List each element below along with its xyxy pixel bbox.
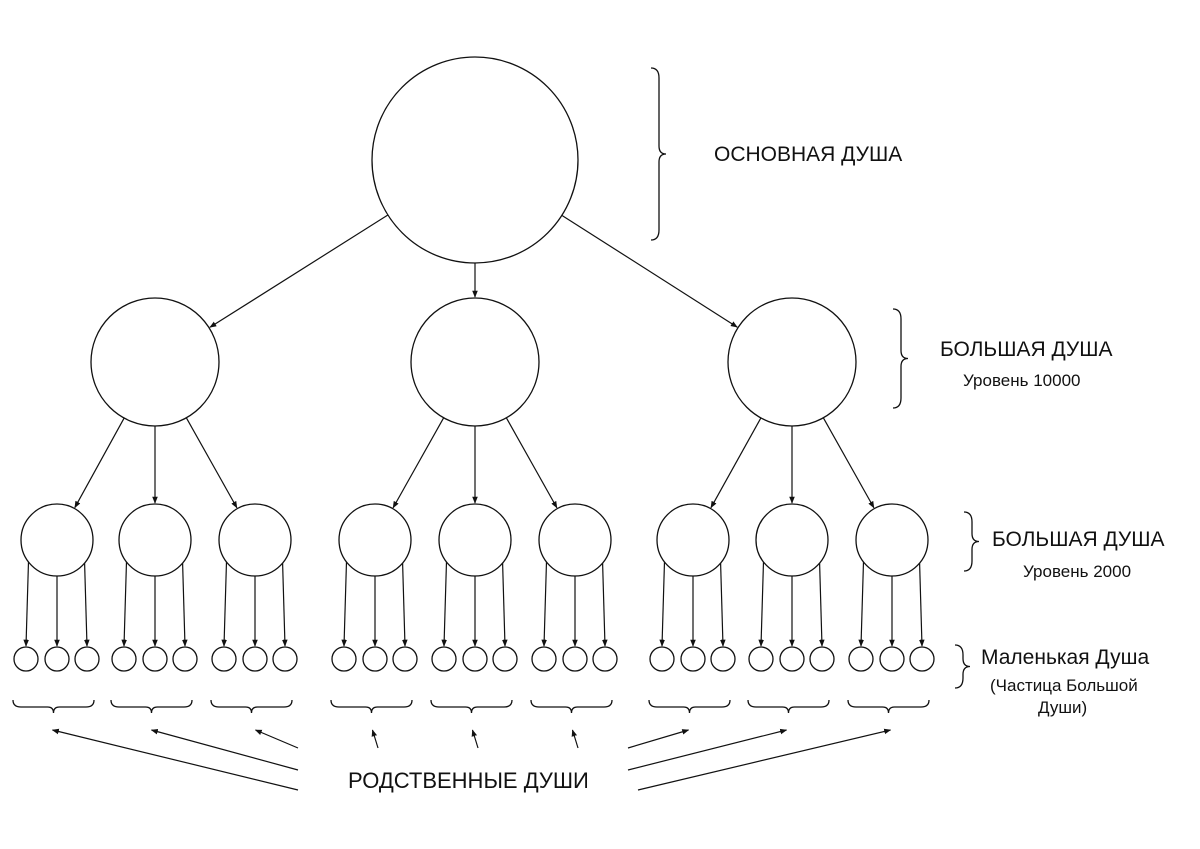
small-soul-node-19 <box>649 646 675 672</box>
small-soul-node-22 <box>748 646 774 672</box>
mid-soul-node-5 <box>438 503 512 577</box>
big-soul-2000-bracket <box>963 511 980 572</box>
small-soul-node-25 <box>848 646 874 672</box>
edge-mid-4-to-small-12 <box>402 563 408 647</box>
kindred-group-bracket-7 <box>648 699 731 714</box>
kindred-group-bracket-8 <box>747 699 830 714</box>
small-soul-note-line2: Души) <box>1038 698 1088 717</box>
small-soul-node-18 <box>592 646 618 672</box>
kindred-arrow-3 <box>254 729 299 749</box>
main-soul-label: ОСНОВНАЯ ДУША <box>714 143 903 166</box>
mid-soul-node-4 <box>338 503 412 577</box>
small-soul-node-20 <box>680 646 706 672</box>
edge-mid-6-to-small-16 <box>541 561 548 647</box>
big-soul-2000-label: БОЛЬШАЯ ДУША <box>992 528 1165 551</box>
big-soul-10000-level: Уровень 10000 <box>963 371 1081 390</box>
small-soul-node-27 <box>909 646 935 672</box>
small-soul-node-4 <box>111 646 137 672</box>
edge-mid-3-to-small-9 <box>282 563 288 647</box>
main-soul-bracket <box>650 67 667 241</box>
small-soul-note-line1: (Частица Большой <box>990 676 1138 695</box>
edge-big-1-to-mid-3 <box>185 417 238 509</box>
big-soul-node-3 <box>727 297 857 427</box>
small-soul-node-6 <box>172 646 198 672</box>
edge-mid-1-to-small-3 <box>84 563 90 647</box>
mid-soul-node-9 <box>855 503 929 577</box>
big-soul-node-2 <box>410 297 540 427</box>
mid-soul-node-3 <box>218 503 292 577</box>
mid-soul-node-7 <box>656 503 730 577</box>
big-soul-10000-label: БОЛЬШАЯ ДУША <box>940 338 1113 361</box>
small-soul-bracket <box>954 644 971 689</box>
edge-mid-4-to-small-10 <box>341 561 348 647</box>
edge-big-3-to-mid-9 <box>822 417 875 509</box>
kindred-group-bracket-6 <box>530 699 613 714</box>
edge-big-3-to-mid-7 <box>710 417 762 509</box>
kindred-group-bracket-1 <box>12 699 95 714</box>
edge-mid-9-to-small-27 <box>919 563 925 647</box>
edge-mid-6-to-small-18 <box>602 563 608 647</box>
kindred-souls-label: РОДСТВЕННЫЕ ДУШИ <box>348 768 589 793</box>
small-soul-node-11 <box>362 646 388 672</box>
edge-mid-2-to-small-6 <box>182 563 188 647</box>
kindred-arrow-5 <box>471 729 479 749</box>
kindred-arrow-8 <box>627 728 788 771</box>
kindred-group-bracket-5 <box>430 699 513 714</box>
small-soul-node-26 <box>879 646 905 672</box>
edge-big-2-to-mid-6 <box>505 417 558 509</box>
kindred-arrow-6 <box>571 729 579 749</box>
small-soul-node-24 <box>809 646 835 672</box>
small-soul-node-8 <box>242 646 268 672</box>
small-soul-node-23 <box>779 646 805 672</box>
kindred-group-bracket-2 <box>110 699 193 714</box>
edge-mid-3-to-small-7 <box>221 561 228 647</box>
edge-mid-5-to-small-13 <box>441 561 448 647</box>
kindred-arrow-1 <box>51 728 299 791</box>
small-soul-node-1 <box>13 646 39 672</box>
kindred-group-bracket-9 <box>847 699 930 714</box>
small-soul-node-16 <box>531 646 557 672</box>
small-soul-node-3 <box>74 646 100 672</box>
kindred-arrow-7 <box>627 729 690 749</box>
kindred-arrow-4 <box>371 729 379 749</box>
edge-mid-9-to-small-25 <box>858 561 865 647</box>
mid-soul-node-8 <box>755 503 829 577</box>
edge-big-2-to-mid-4 <box>392 417 445 509</box>
kindred-arrow-2 <box>150 728 299 771</box>
kindred-group-bracket-4 <box>330 699 413 714</box>
small-soul-node-13 <box>431 646 457 672</box>
main-soul-node <box>371 56 579 264</box>
edge-root-to-big-3 <box>561 214 738 328</box>
edge-mid-8-to-small-24 <box>819 563 825 647</box>
big-soul-2000-level: Уровень 2000 <box>1023 562 1132 581</box>
small-soul-node-9 <box>272 646 298 672</box>
small-soul-node-10 <box>331 646 357 672</box>
big-soul-node-1 <box>90 297 220 427</box>
small-soul-node-7 <box>211 646 237 672</box>
small-soul-node-2 <box>44 646 70 672</box>
kindred-arrow-9 <box>637 728 892 791</box>
edge-big-1-to-mid-1 <box>74 417 125 509</box>
edge-mid-1-to-small-1 <box>23 561 30 647</box>
mid-soul-node-6 <box>538 503 612 577</box>
edge-mid-7-to-small-19 <box>659 561 666 647</box>
small-soul-node-17 <box>562 646 588 672</box>
kindred-group-bracket-3 <box>210 699 293 714</box>
small-soul-label: Маленькая Душа <box>981 646 1150 669</box>
small-soul-node-15 <box>492 646 518 672</box>
mid-soul-node-1 <box>20 503 94 577</box>
big-soul-10000-bracket <box>892 308 909 409</box>
edge-mid-2-to-small-4 <box>121 561 128 647</box>
small-soul-node-14 <box>462 646 488 672</box>
edge-mid-8-to-small-22 <box>758 561 765 647</box>
small-soul-node-12 <box>392 646 418 672</box>
edge-root-to-big-1 <box>209 214 389 328</box>
edge-mid-7-to-small-21 <box>720 563 726 647</box>
small-soul-node-5 <box>142 646 168 672</box>
mid-soul-node-2 <box>118 503 192 577</box>
small-soul-node-21 <box>710 646 736 672</box>
edge-mid-5-to-small-15 <box>502 563 508 647</box>
